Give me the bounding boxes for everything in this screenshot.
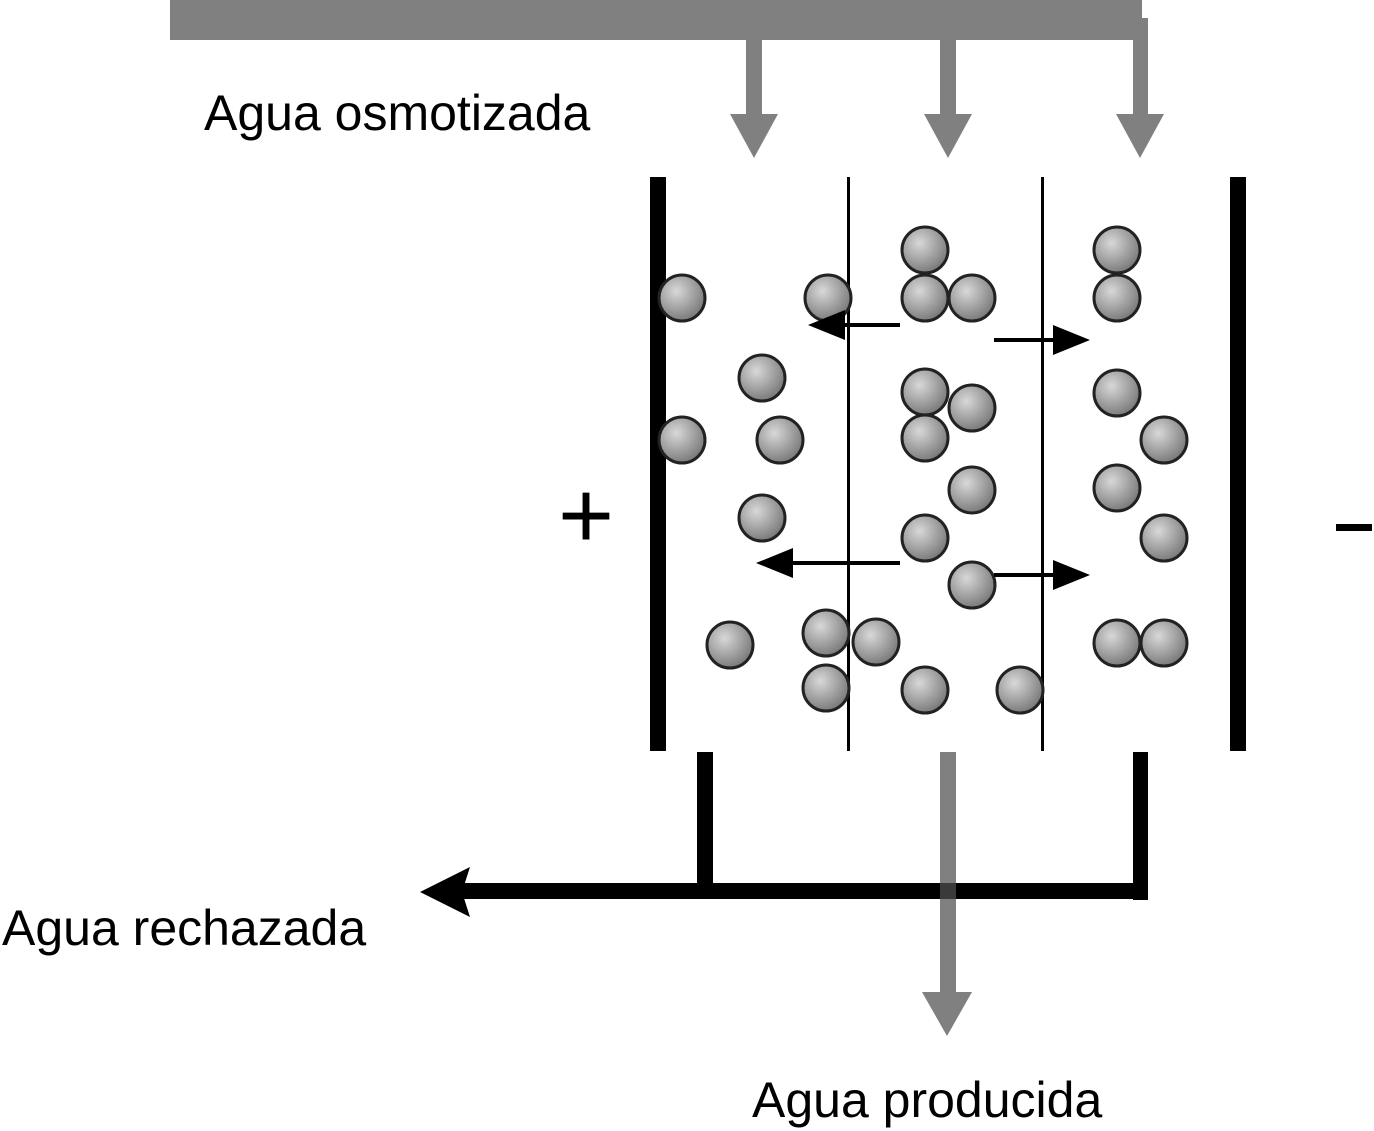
ion-circle-icon xyxy=(737,493,787,543)
inlet-arrow-center xyxy=(924,40,972,158)
ion-circle-icon xyxy=(947,560,997,610)
cathode-sign-mark xyxy=(1336,524,1372,531)
migration-arrow-lower-left xyxy=(756,548,900,578)
anode-sign: + xyxy=(558,462,614,569)
ion-circle-icon xyxy=(947,383,997,433)
ion-circle-icon xyxy=(947,465,997,515)
ion-circle-icon xyxy=(1092,225,1142,275)
ion-circle-icon xyxy=(900,225,950,275)
reject-label: Agua rechazada xyxy=(2,900,366,956)
ions-group xyxy=(657,225,1189,715)
ion-circle-icon xyxy=(900,273,950,323)
anode-electrode xyxy=(650,177,666,751)
reject-collection-pipe xyxy=(420,752,1148,917)
ion-circle-icon xyxy=(851,617,901,667)
ion-circle-icon xyxy=(1139,513,1189,563)
migration-arrow-upper-left xyxy=(808,310,900,340)
ion-circle-icon xyxy=(1092,368,1142,418)
ion-circle-icon xyxy=(801,608,851,658)
ion-circle-icon xyxy=(900,513,950,563)
inlet-arrow-right xyxy=(1116,40,1164,158)
ion-circle-icon xyxy=(657,273,707,323)
inlet-label: Agua osmotizada xyxy=(204,85,591,141)
migration-arrow-upper-right xyxy=(994,325,1090,355)
ion-circle-icon xyxy=(1139,618,1189,668)
ion-circle-icon xyxy=(755,415,805,465)
ion-circle-icon xyxy=(801,663,851,713)
migration-arrow-lower-right xyxy=(994,560,1090,590)
ion-circle-icon xyxy=(1092,618,1142,668)
ion-circle-icon xyxy=(1092,273,1142,323)
ion-circle-icon xyxy=(995,665,1045,715)
product-outlet-pipe xyxy=(922,752,972,1036)
ion-circle-icon xyxy=(900,413,950,463)
ion-circle-icon xyxy=(947,273,997,323)
ion-circle-icon xyxy=(705,620,755,670)
ion-circle-icon xyxy=(1092,463,1142,513)
ion-circle-icon xyxy=(1139,415,1189,465)
product-label: Agua producida xyxy=(752,1072,1102,1128)
ion-circle-icon xyxy=(737,353,787,403)
inlet-arrow-left xyxy=(730,40,778,158)
ion-circle-icon xyxy=(900,665,950,715)
membrane-right xyxy=(1041,177,1044,751)
cathode-electrode xyxy=(1230,177,1246,751)
ion-circle-icon xyxy=(657,415,707,465)
membrane-left xyxy=(847,177,850,751)
ion-circle-icon xyxy=(900,367,950,417)
